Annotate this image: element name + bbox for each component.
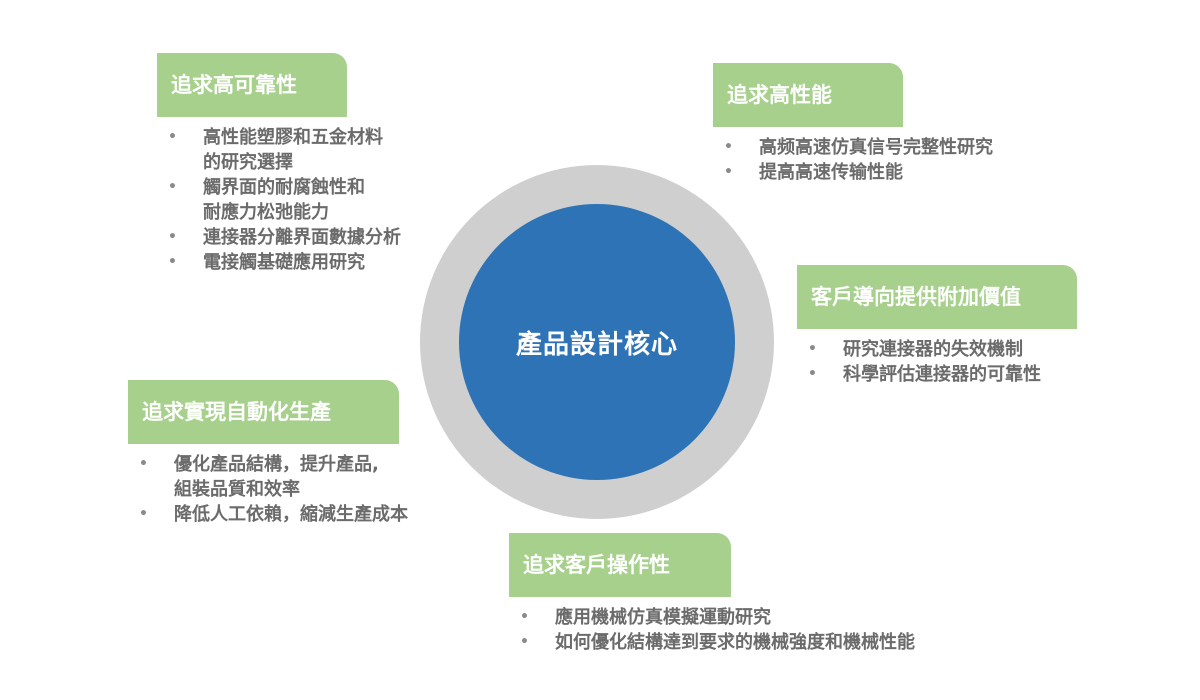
bullet-dot-icon: • — [808, 366, 817, 382]
topic-title: 追求實現自動化生產 — [128, 380, 399, 444]
bullet-item: •提高高速传输性能 — [724, 162, 903, 183]
topic-bullets: •應用機械仿真模擬運動研究 •如何優化結構達到要求的機械強度和機械性能 — [509, 605, 915, 655]
bullet-dot-icon: • — [168, 254, 177, 270]
topic-customer-value: 客戶導向提供附加價值 •研究連接器的失效機制 •科學評估連接器的可靠性 — [797, 265, 1077, 387]
topic-reliability: 追求高可靠性 •高性能塑膠和五金材料 的研究選擇 •觸界面的耐腐蝕性和 耐應力松… — [157, 53, 401, 275]
bullet-item: •電接觸基礎應用研究 — [168, 252, 365, 273]
topic-title: 追求高可靠性 — [157, 53, 347, 117]
bullet-dot-icon: • — [139, 506, 148, 522]
bullet-item: •降低人工依賴，縮減生產成本 — [139, 504, 408, 525]
bullet-dot-icon: • — [168, 129, 177, 145]
bullet-dot-icon: • — [808, 341, 817, 357]
topic-performance: 追求高性能 •高频高速仿真信号完整性研究 •提高高速传输性能 — [713, 63, 993, 185]
topic-bullets: •研究連接器的失效機制 •科學評估連接器的可靠性 — [797, 337, 1077, 387]
topic-operability: 追求客戶操作性 •應用機械仿真模擬運動研究 •如何優化結構達到要求的機械強度和機… — [509, 533, 915, 655]
bullet-item: •應用機械仿真模擬運動研究 — [520, 607, 771, 628]
core-label: 產品設計核心 — [515, 329, 678, 360]
topic-title: 追求高性能 — [713, 63, 903, 127]
topic-title: 追求客戶操作性 — [509, 533, 731, 597]
bullet-dot-icon: • — [724, 164, 733, 180]
topic-bullets: •高性能塑膠和五金材料 的研究選擇 •觸界面的耐腐蝕性和 耐應力松弛能力 •連接… — [157, 125, 401, 275]
bullet-item: •高性能塑膠和五金材料 的研究選擇 — [168, 127, 383, 173]
bullet-item: •如何優化結構達到要求的機械強度和機械性能 — [520, 632, 915, 653]
bullet-item: •科學評估連接器的可靠性 — [808, 364, 1041, 385]
topic-title: 客戶導向提供附加價值 — [797, 265, 1077, 329]
topic-automation: 追求實現自動化生產 •優化產品結構，提升產品, 組裝品質和效率 •降低人工依賴，… — [128, 380, 408, 527]
bullet-item: •觸界面的耐腐蝕性和 耐應力松弛能力 — [168, 177, 365, 223]
bullet-dot-icon: • — [724, 139, 733, 155]
bullet-item: •優化產品結構，提升產品, 組裝品質和效率 — [139, 454, 379, 500]
bullet-item: •研究連接器的失效機制 — [808, 339, 1023, 360]
topic-bullets: •高频高速仿真信号完整性研究 •提高高速传输性能 — [713, 135, 993, 185]
bullet-dot-icon: • — [520, 609, 529, 625]
bullet-item: •連接器分離界面數據分析 — [168, 227, 401, 248]
bullet-dot-icon: • — [168, 179, 177, 195]
topic-bullets: •優化產品結構，提升產品, 組裝品質和效率 •降低人工依賴，縮減生產成本 — [128, 452, 408, 527]
bullet-dot-icon: • — [139, 456, 148, 472]
bullet-item: •高频高速仿真信号完整性研究 — [724, 137, 993, 158]
core-circle: 產品設計核心 — [459, 204, 735, 480]
bullet-dot-icon: • — [520, 634, 529, 650]
bullet-dot-icon: • — [168, 229, 177, 245]
